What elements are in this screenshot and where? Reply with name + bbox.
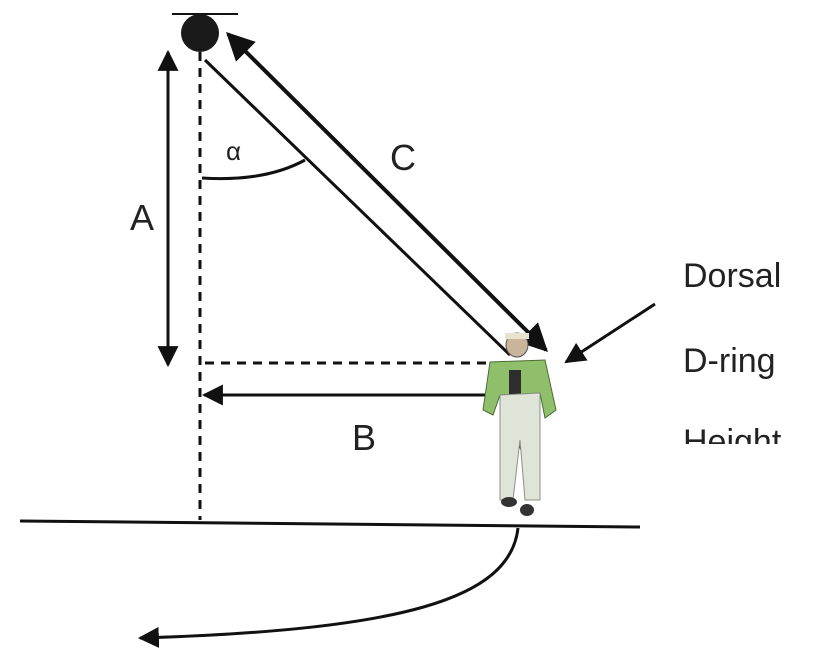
label-d-ring: D-ring — [683, 342, 776, 380]
dimension-c-arrow — [226, 32, 548, 352]
label-alpha: α — [226, 136, 241, 166]
label-dorsal: Dorsal — [683, 257, 781, 295]
swing-fall-curve — [137, 527, 520, 648]
label-a: A — [130, 197, 154, 238]
anchor-point — [181, 14, 219, 52]
worker-right-boot — [520, 504, 534, 516]
worker-figure — [482, 332, 557, 516]
label-b: B — [352, 417, 376, 458]
worker-harness — [509, 370, 521, 394]
label-c: C — [390, 137, 416, 178]
dorsal-pointer-arrow — [564, 302, 656, 364]
worker-hardhat — [505, 333, 529, 339]
lanyard-line — [203, 58, 512, 357]
height-label-crop — [678, 444, 808, 460]
ground-line — [19, 519, 641, 529]
angle-alpha-arc — [201, 158, 306, 181]
worker-left-boot — [501, 497, 517, 507]
